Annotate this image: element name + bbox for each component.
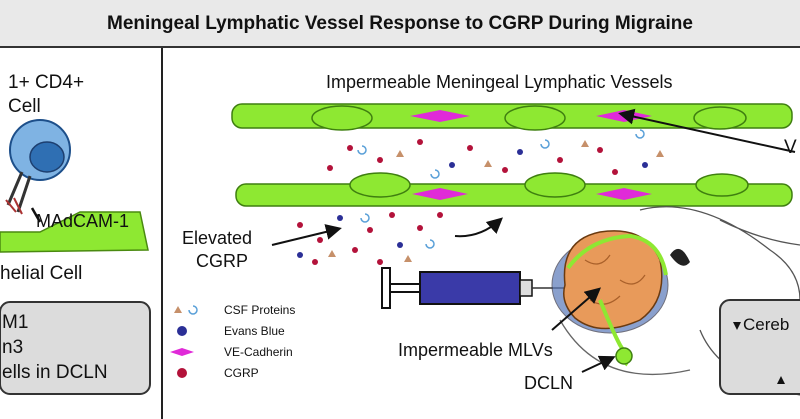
left-box-line-1: M1 [2, 312, 29, 333]
figure-title: Meningeal Lymphatic Vessel Response to C… [107, 13, 693, 34]
cgrp-arrow [271, 224, 342, 246]
elevated-cgrp-line2: CGRP [196, 251, 249, 271]
csf-protein-triangle-icon [174, 306, 182, 313]
lymphocyte-cell [9, 119, 71, 181]
legend-label-ve-cadherin: VE-Cadherin [224, 345, 293, 359]
elevated-cgrp-line1: Elevated [182, 228, 253, 248]
ve-cadherin-junction [412, 188, 468, 200]
madcam-pointer [30, 207, 42, 223]
right-edge-label: V [784, 137, 797, 158]
cgrp-particle-cloud [297, 212, 443, 265]
lymphatic-vessel-bottom [235, 172, 793, 207]
title-bar: Meningeal Lymphatic Vessel Response to C… [0, 0, 800, 48]
endothelial-cell-label: helial Cell [0, 263, 83, 284]
cgrp-curved-arrow [454, 217, 503, 238]
up-arrow-icon [777, 376, 785, 384]
evans-blue-dot-icon [177, 326, 187, 336]
mlv-arrow [551, 287, 602, 331]
legend-label-evans-blue: Evans Blue [224, 324, 285, 338]
lymphatic-vessel-top [231, 103, 793, 131]
legend-label-cgrp: CGRP [224, 366, 259, 380]
dcln-node [615, 347, 633, 365]
particles-between-vessels [327, 129, 664, 179]
vessel-pointer-arrow [618, 108, 796, 153]
brain [551, 230, 669, 367]
syringe [381, 267, 580, 309]
dcln-arrow [581, 355, 616, 373]
down-arrow-icon [733, 322, 741, 330]
cgrp-dot-icon [177, 368, 187, 378]
impermeable-mlvs-label: Impermeable MLVs [398, 340, 553, 360]
ve-cadherin-junction [596, 188, 652, 200]
right-box-line-1: Cereb [743, 315, 790, 334]
vessels-title: Impermeable Meningeal Lymphatic Vessels [326, 72, 673, 92]
csf-protein-swirl-icon [188, 305, 198, 315]
dcln-label: DCLN [524, 373, 574, 393]
ve-cadherin-diamond-icon [170, 348, 194, 356]
cell-label-line1: 1+ CD4+ [8, 72, 85, 93]
brain-lymphatic [566, 233, 668, 276]
left-box-line-2: n3 [2, 337, 24, 358]
endothelial-cell [0, 211, 149, 253]
legend-markers [170, 305, 198, 378]
integrin-tether [5, 171, 32, 215]
madcam-label: MAdCAM-1 [36, 211, 130, 231]
legend-label-csf-proteins: CSF Proteins [224, 303, 296, 317]
left-box-line-3: ells in DCLN [2, 362, 108, 383]
cell-nucleus [29, 141, 65, 173]
cell-label-line2: Cell [8, 96, 41, 117]
ve-cadherin-junction [410, 110, 470, 122]
left-summary-box [0, 301, 151, 395]
